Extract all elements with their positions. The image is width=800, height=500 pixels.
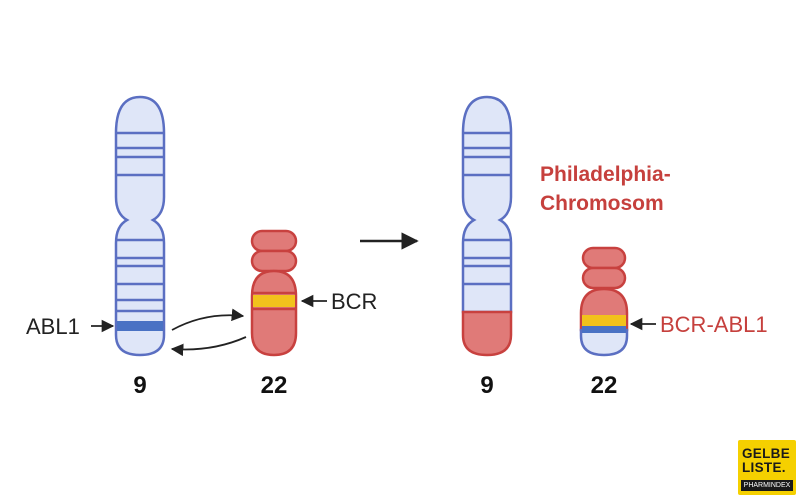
fusion-bcr-band xyxy=(582,315,626,326)
philadelphia-title-line1: Philadelphia- xyxy=(540,163,671,186)
logo-line2: LISTE. xyxy=(742,460,786,475)
abl1-band xyxy=(117,321,163,331)
fusion-abl1-band xyxy=(582,326,626,333)
left-chromosome-9 xyxy=(114,95,166,357)
abl1-label: ABL1 xyxy=(26,314,80,339)
right-chrom9-number: 9 xyxy=(480,372,493,399)
logo-line3: PHARMINDEX xyxy=(741,480,793,491)
exchange-arrow-to-22 xyxy=(171,308,245,331)
philadelphia-title-line2: Chromosom xyxy=(540,192,664,215)
left-chrom9-number: 9 xyxy=(133,372,146,399)
gelbe-liste-logo: GELBE LISTE. PHARMINDEX xyxy=(738,440,796,495)
left-chromosome-22 xyxy=(250,229,298,357)
right-chrom22-number: 22 xyxy=(591,372,618,399)
fusion-label: BCR-ABL1 xyxy=(660,312,768,337)
right-chromosome-22 xyxy=(579,246,629,357)
exchange-arrow-to-9 xyxy=(170,336,247,357)
right-chromosome-9 xyxy=(461,95,513,357)
left-chrom22-number: 22 xyxy=(261,372,288,399)
bcr-band xyxy=(253,295,295,307)
logo-line1: GELBE xyxy=(742,446,791,461)
bcr-label: BCR xyxy=(331,289,377,314)
